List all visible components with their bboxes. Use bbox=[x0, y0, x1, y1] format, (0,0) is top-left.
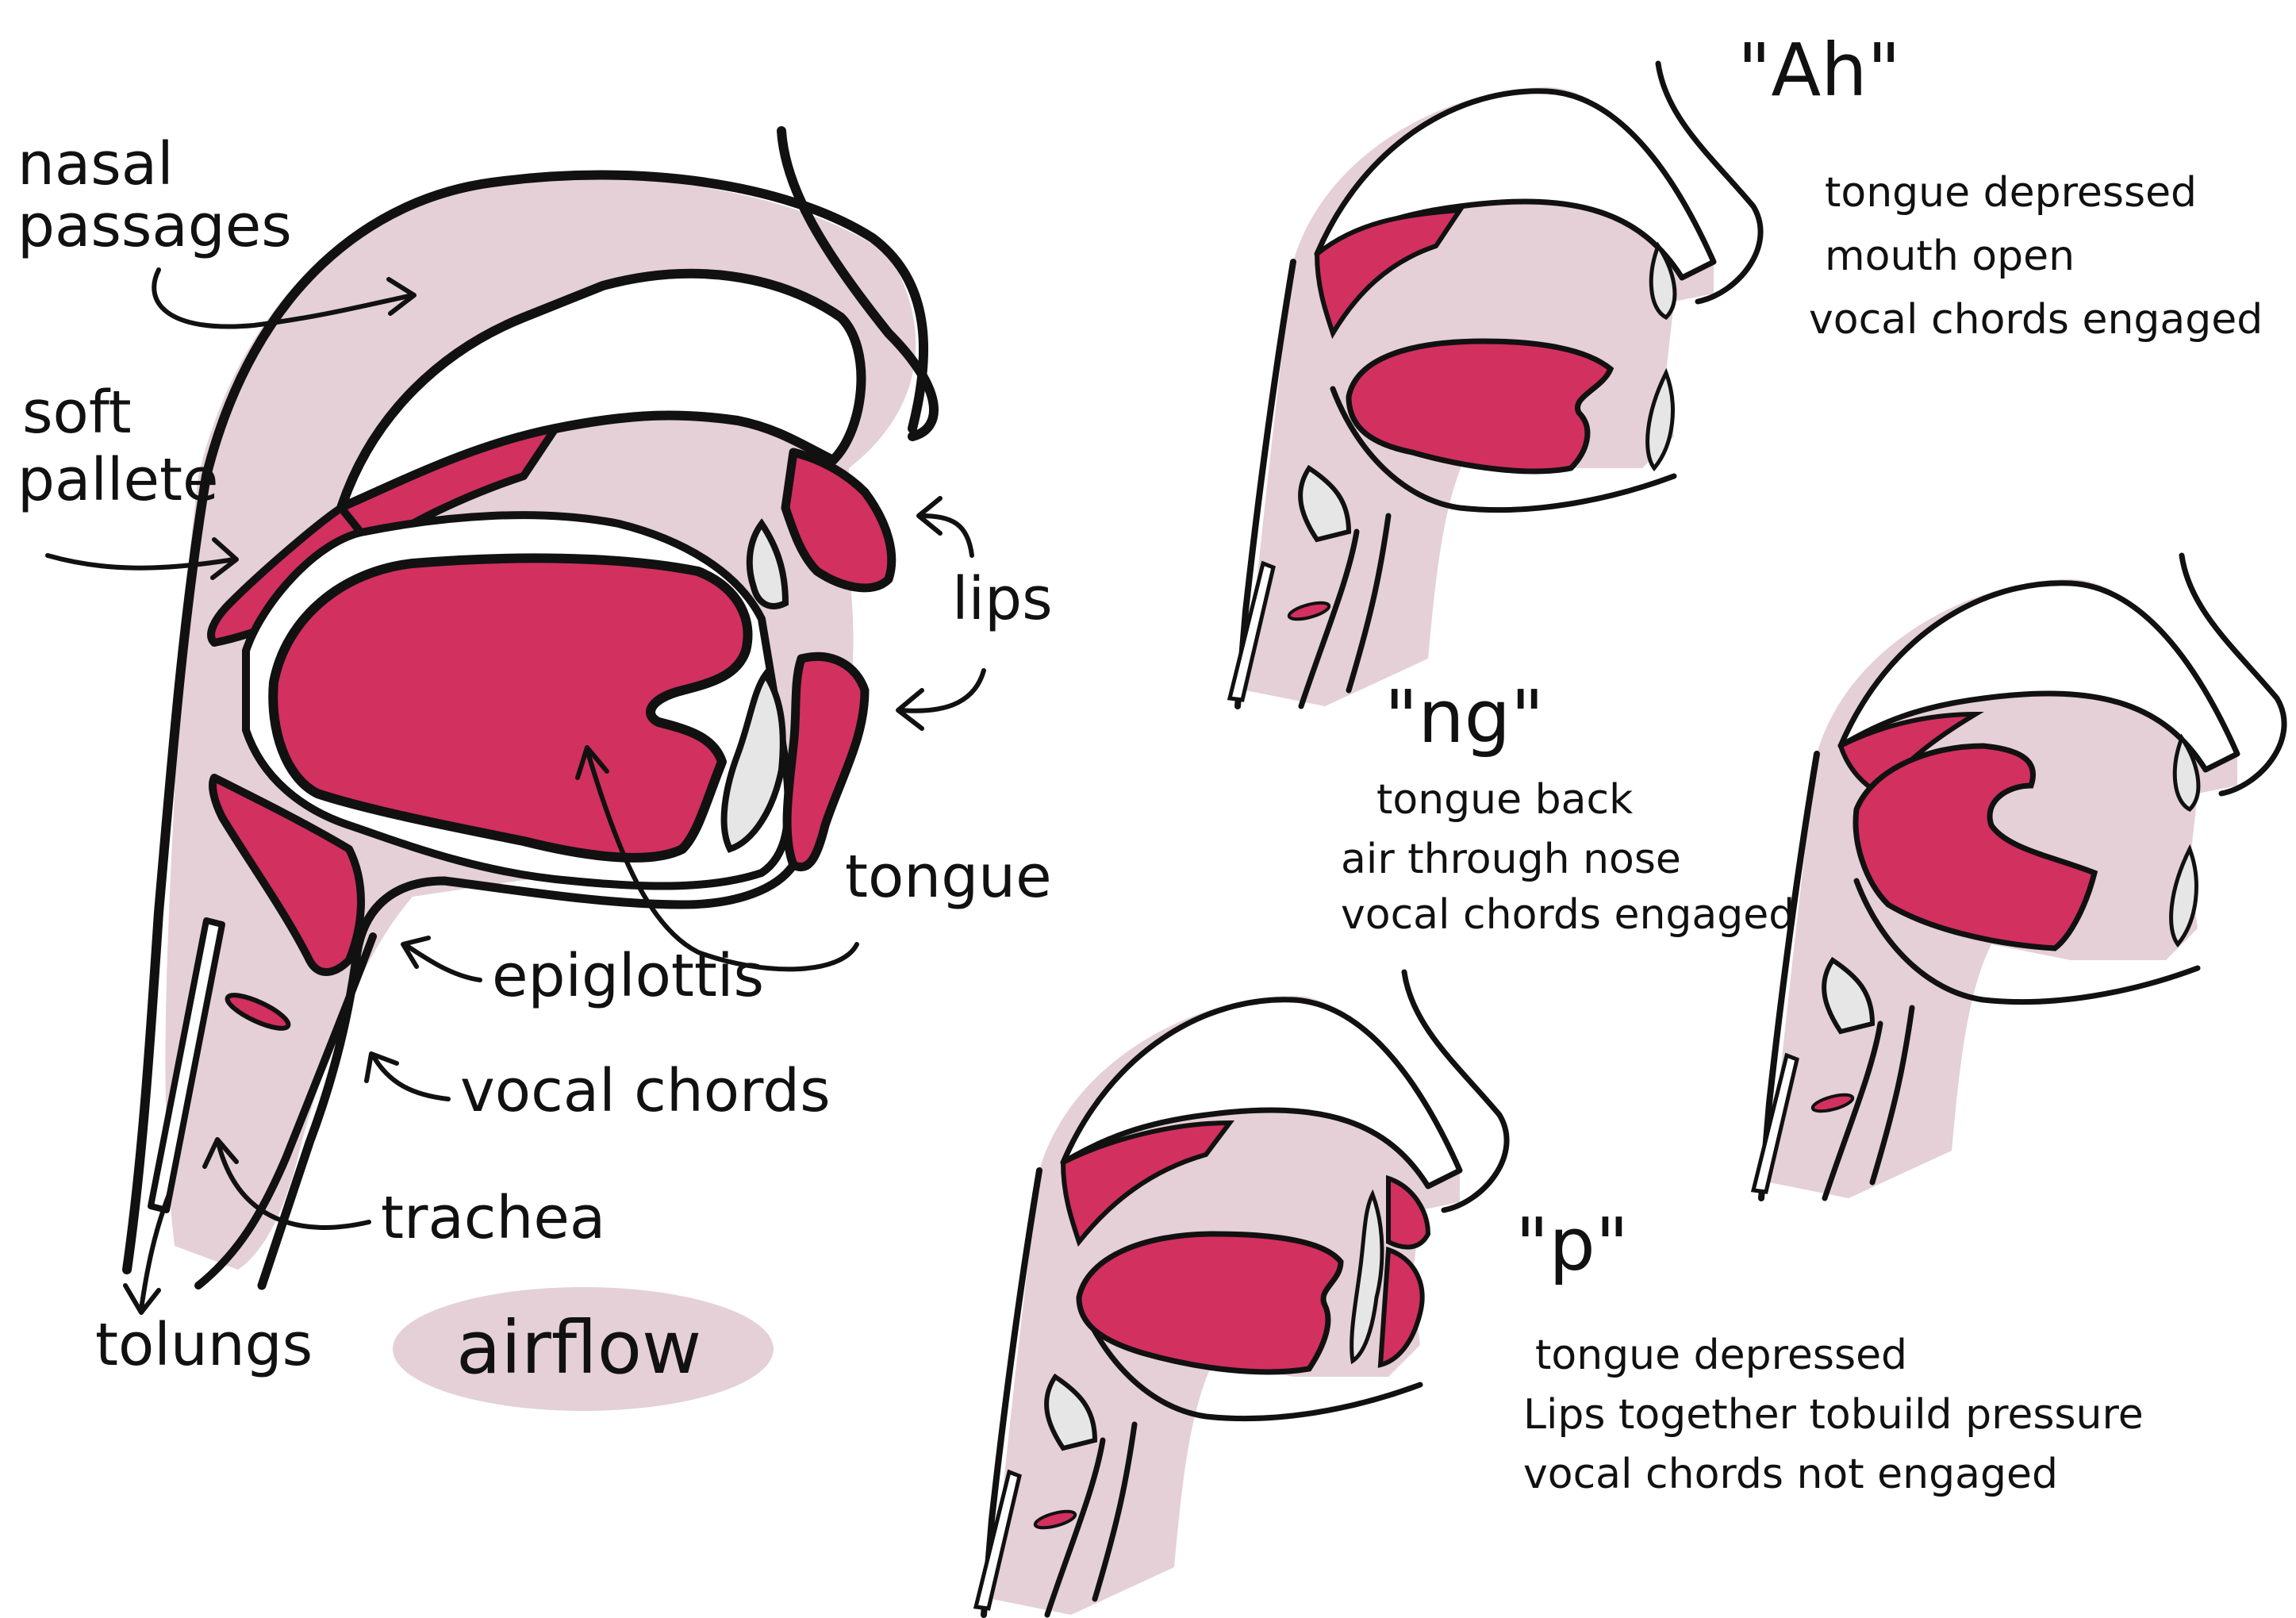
variant-p bbox=[976, 972, 1507, 1615]
upper-lip bbox=[781, 448, 897, 593]
label-vocal-chords: vocal chords bbox=[460, 1057, 831, 1125]
ng-title: "ng" bbox=[1384, 674, 1544, 759]
p-note-1: tongue depressed bbox=[1535, 1332, 1907, 1379]
p-note-3: vocal chords not engaged bbox=[1523, 1451, 2058, 1498]
nose-profile bbox=[777, 126, 939, 441]
arrow-soft-palate bbox=[45, 537, 239, 580]
airflow-swatch bbox=[393, 1287, 774, 1411]
ah-lower-teeth bbox=[1645, 367, 1675, 472]
ng-lower-teeth bbox=[2169, 844, 2198, 948]
arrow-epiglottis bbox=[401, 936, 482, 982]
label-to-lungs: tolungs bbox=[95, 1311, 313, 1379]
label-soft-line1: soft bbox=[22, 379, 132, 447]
ah-note-1: tongue depressed bbox=[1825, 169, 2197, 217]
arrow-vocal-chords bbox=[364, 1051, 451, 1101]
p-teeth bbox=[1350, 1189, 1384, 1365]
label-lips: lips bbox=[952, 565, 1053, 633]
tongue bbox=[268, 553, 753, 863]
label-nasal-line2: passages bbox=[17, 192, 292, 260]
lower-teeth bbox=[720, 669, 786, 853]
ng-tongue bbox=[1853, 743, 2098, 951]
upper-teeth bbox=[746, 518, 789, 609]
spine-outline bbox=[122, 471, 211, 1274]
main-labels: nasal passages soft pallete lips tongue … bbox=[17, 130, 1053, 1379]
head-outline bbox=[202, 170, 929, 481]
epiglottis bbox=[209, 774, 365, 976]
variant-ng-text: "ng" tongue back air through nose vocal … bbox=[1341, 674, 1795, 939]
ng-note-1: tongue back bbox=[1376, 776, 1633, 824]
ng-note-3: vocal chords engaged bbox=[1341, 891, 1795, 939]
vocal-chords bbox=[225, 993, 291, 1031]
main-arrows bbox=[45, 267, 986, 1315]
p-tongue bbox=[1076, 1231, 1344, 1375]
label-soft-line2: pallete bbox=[17, 446, 219, 514]
variant-p-text: "p" tongue depressed Lips together tobui… bbox=[1515, 1202, 2144, 1498]
ah-upper-teeth bbox=[1649, 241, 1677, 321]
ng-upper-teeth bbox=[2172, 733, 2201, 813]
arrow-nasal bbox=[152, 267, 417, 329]
p-upper-lip bbox=[1386, 1174, 1431, 1250]
ah-soft-palate bbox=[1314, 207, 1465, 340]
ah-note-2: mouth open bbox=[1825, 233, 2075, 280]
variant-ah-text: "Ah" tongue depressed mouth open vocal c… bbox=[1737, 28, 2263, 344]
label-tongue: tongue bbox=[845, 843, 1052, 911]
p-lower-lip bbox=[1377, 1246, 1425, 1368]
p-soft-palate bbox=[1060, 1120, 1235, 1247]
arrow-lips-upper bbox=[916, 496, 974, 558]
label-nasal-line1: nasal bbox=[17, 130, 174, 198]
jaw-outline bbox=[257, 860, 798, 1290]
main-head-section bbox=[122, 126, 939, 1290]
lower-lip bbox=[782, 651, 870, 871]
ah-note-3: vocal chords engaged bbox=[1809, 296, 2263, 344]
ng-note-2: air through nose bbox=[1341, 836, 1681, 883]
ng-soft-palate bbox=[1837, 711, 1984, 797]
ah-tongue bbox=[1346, 338, 1614, 475]
p-title: "p" bbox=[1515, 1202, 1629, 1287]
variant-ah bbox=[1230, 63, 1760, 706]
label-trachea: trachea bbox=[381, 1184, 605, 1252]
airflow-label: airflow bbox=[456, 1305, 701, 1390]
arrow-tongue bbox=[575, 745, 859, 972]
trachea-front bbox=[194, 932, 377, 1289]
airflow-legend: airflow bbox=[393, 1287, 774, 1411]
ah-title: "Ah" bbox=[1737, 28, 1901, 113]
arrow-to-lungs bbox=[123, 1188, 173, 1315]
variant-ng bbox=[1753, 555, 2284, 1198]
label-epiglottis: epiglottis bbox=[492, 942, 764, 1010]
p-note-2: Lips together tobuild pressure bbox=[1523, 1391, 2144, 1439]
arrow-trachea bbox=[202, 1137, 371, 1230]
esophagus bbox=[148, 917, 225, 1213]
arrow-lips-lower bbox=[896, 668, 986, 731]
